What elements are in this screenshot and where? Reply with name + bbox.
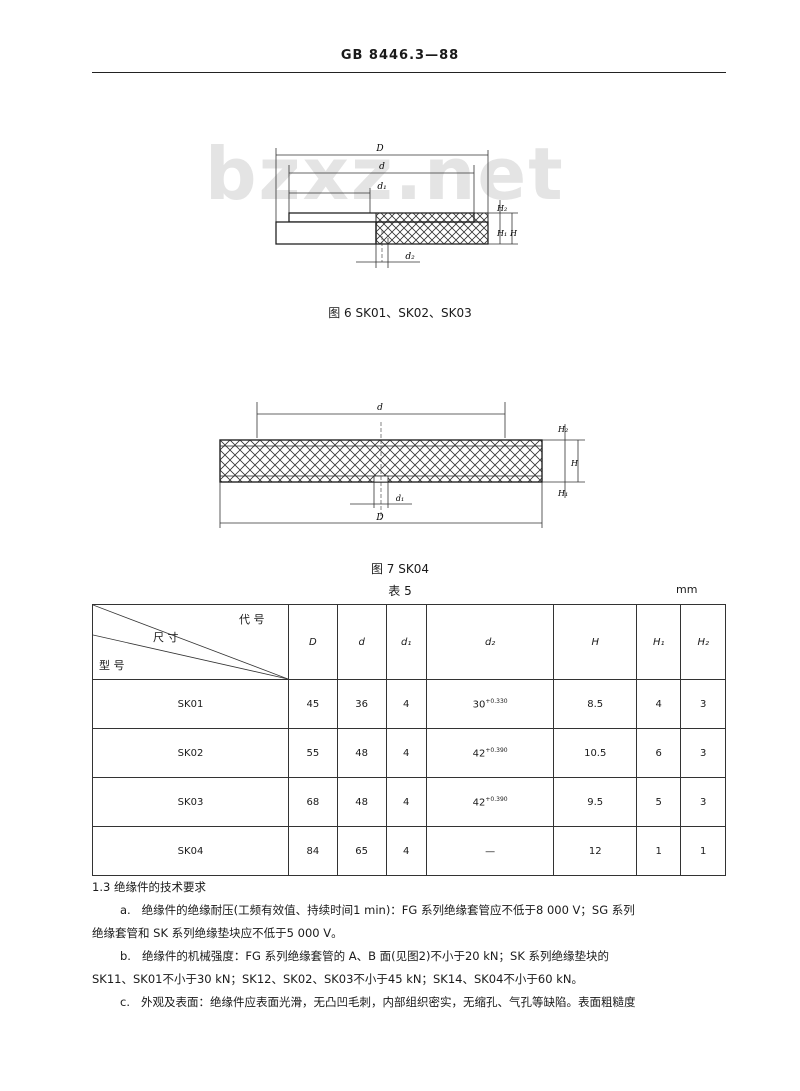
fig6-label-H2: H₂ — [496, 204, 507, 213]
d2-tolerance-lower: 0 — [503, 795, 508, 803]
cell-model: SK01 — [92, 679, 289, 729]
table-row: SK03 68 48 4 42+0.390 9.5 5 3 — [92, 777, 726, 827]
fig7-label-H1: H₁ — [557, 489, 568, 498]
standard-code-header: GB 8446.3—88 — [340, 48, 460, 63]
figure-7-drawing: d d₁ D H₂ H H₁ — [219, 402, 585, 528]
col-header-D: D — [288, 604, 338, 680]
cell-model: SK02 — [92, 728, 289, 778]
table-title: 表 5 — [388, 584, 412, 598]
cell-H2: 3 — [680, 679, 726, 729]
corner-code-label: 代 号 — [239, 613, 265, 626]
item-marker: b. — [120, 949, 131, 963]
fig6-label-H1: H₁ — [496, 229, 507, 238]
cell-H2: 3 — [680, 728, 726, 778]
item-text: 绝缘件的绝缘耐压(工频有效值、持续时间1 min)：FG 系列绝缘套管应不低于8… — [141, 903, 635, 917]
header-rule — [92, 72, 726, 73]
table-header-row: 代 号 尺 寸 型 号 D d d₁ d₂ H H₁ H₂ — [92, 604, 726, 680]
cell-H: 8.5 — [553, 679, 637, 729]
fig7-label-H: H — [570, 459, 579, 468]
col-header-H: H — [553, 604, 637, 680]
table-row: SK01 45 36 4 30+0.330 8.5 4 3 — [92, 679, 726, 729]
requirement-item-a-continued: 绝缘套管和 SK 系列绝缘垫块应不低于5 000 V。 — [92, 926, 343, 940]
fig7-label-D: D — [375, 513, 383, 523]
cell-d2: — — [425, 826, 555, 876]
requirement-item-b: b. 绝缘件的机械强度：FG 系列绝缘套管的 A、B 面(见图2)不小于20 k… — [92, 945, 732, 968]
cell-H1: 1 — [635, 826, 682, 876]
tech-requirements-section: 1.3 绝缘件的技术要求 a. 绝缘件的绝缘耐压(工频有效值、持续时间1 min… — [92, 876, 732, 1014]
cell-H: 9.5 — [553, 777, 637, 827]
corner-size-label: 尺 寸 — [153, 631, 179, 644]
cell-D: 45 — [288, 679, 338, 729]
cell-d2: 30+0.330 — [425, 679, 555, 729]
cell-d2: 42+0.390 — [425, 777, 555, 827]
d2-base: 30 — [472, 699, 486, 711]
item-marker: a. — [120, 903, 131, 917]
figure-7-caption: 图 7 SK04 — [370, 562, 430, 576]
cell-H1: 5 — [635, 777, 682, 827]
figure-6-caption: 图 6 SK01、SK02、SK03 — [328, 306, 472, 320]
cell-D: 55 — [288, 728, 338, 778]
corner-diagonal — [93, 605, 288, 679]
cell-model: SK04 — [92, 826, 289, 876]
section-heading: 1.3 绝缘件的技术要求 — [92, 880, 206, 894]
table-unit: mm — [676, 583, 698, 596]
col-header-H1: H₁ — [635, 604, 682, 680]
d2-tolerance-upper: +0.39 — [485, 746, 504, 754]
requirement-item-c: c. 外观及表面：绝缘件应表面光滑，无凸凹毛刺，内部组织密实，无缩孔、气孔等缺陷… — [92, 991, 732, 1014]
cell-d: 48 — [336, 728, 387, 778]
col-header-d2: d₂ — [425, 604, 555, 680]
requirement-item-b-continued: SK11、SK01不小于30 kN；SK12、SK02、SK03不小于45 kN… — [92, 972, 583, 986]
cell-d1: 4 — [385, 679, 427, 729]
d2-tolerance-upper: +0.39 — [485, 795, 504, 803]
d2-tolerance-upper: +0.33 — [485, 697, 504, 705]
col-header-d: d — [336, 604, 387, 680]
cell-d1: 4 — [385, 826, 427, 876]
cell-d1: 4 — [385, 728, 427, 778]
cell-H2: 3 — [680, 777, 726, 827]
col-header-H2: H₂ — [680, 604, 726, 680]
corner-model-label: 型 号 — [99, 659, 125, 672]
fig6-label-D: D — [375, 144, 383, 154]
cell-D: 68 — [288, 777, 338, 827]
cell-H: 10.5 — [553, 728, 637, 778]
cell-d1: 4 — [385, 777, 427, 827]
table-row: SK02 55 48 4 42+0.390 10.5 6 3 — [92, 728, 726, 778]
fig7-label-d1: d₁ — [396, 494, 404, 503]
cell-d2: 42+0.390 — [425, 728, 555, 778]
fig6-label-d2: d₂ — [405, 252, 415, 262]
d2-base: 42 — [472, 748, 486, 760]
col-header-d1: d₁ — [385, 604, 427, 680]
requirement-item-a: a. 绝缘件的绝缘耐压(工频有效值、持续时间1 min)：FG 系列绝缘套管应不… — [92, 899, 732, 922]
cell-d: 36 — [336, 679, 387, 729]
cell-d: 48 — [336, 777, 387, 827]
cell-H2: 1 — [680, 826, 726, 876]
watermark: bzxz.net — [205, 132, 565, 216]
cell-d: 65 — [336, 826, 387, 876]
table-corner-cell: 代 号 尺 寸 型 号 — [92, 604, 289, 680]
d2-tolerance-lower: 0 — [503, 697, 508, 705]
cell-model: SK03 — [92, 777, 289, 827]
d2-base: 42 — [472, 797, 486, 809]
item-marker: c. — [120, 995, 130, 1009]
fig6-label-d1: d₁ — [377, 182, 386, 192]
d2-tolerance-lower: 0 — [503, 746, 508, 754]
cell-H1: 6 — [635, 728, 682, 778]
fig6-label-H: H — [509, 229, 518, 238]
table-row: SK04 84 65 4 — 12 1 1 — [92, 826, 726, 876]
fig6-label-d: d — [379, 162, 385, 172]
cell-H: 12 — [553, 826, 637, 876]
cell-D: 84 — [288, 826, 338, 876]
item-text: 外观及表面：绝缘件应表面光滑，无凸凹毛刺，内部组织密实，无缩孔、气孔等缺陷。表面… — [140, 995, 636, 1009]
d2-base: — — [485, 846, 496, 858]
cell-H1: 4 — [635, 679, 682, 729]
item-text: 绝缘件的机械强度：FG 系列绝缘套管的 A、B 面(见图2)不小于20 kN；S… — [141, 949, 610, 963]
figure-6-drawing: D d d₁ d₂ H₂ H₁ H — [275, 144, 518, 268]
fig7-label-d: d — [377, 403, 383, 413]
spec-table: 代 号 尺 寸 型 号 D d d₁ d₂ H H₁ H₂ SK01 45 36… — [92, 604, 726, 876]
fig7-label-H2: H₂ — [557, 425, 568, 434]
